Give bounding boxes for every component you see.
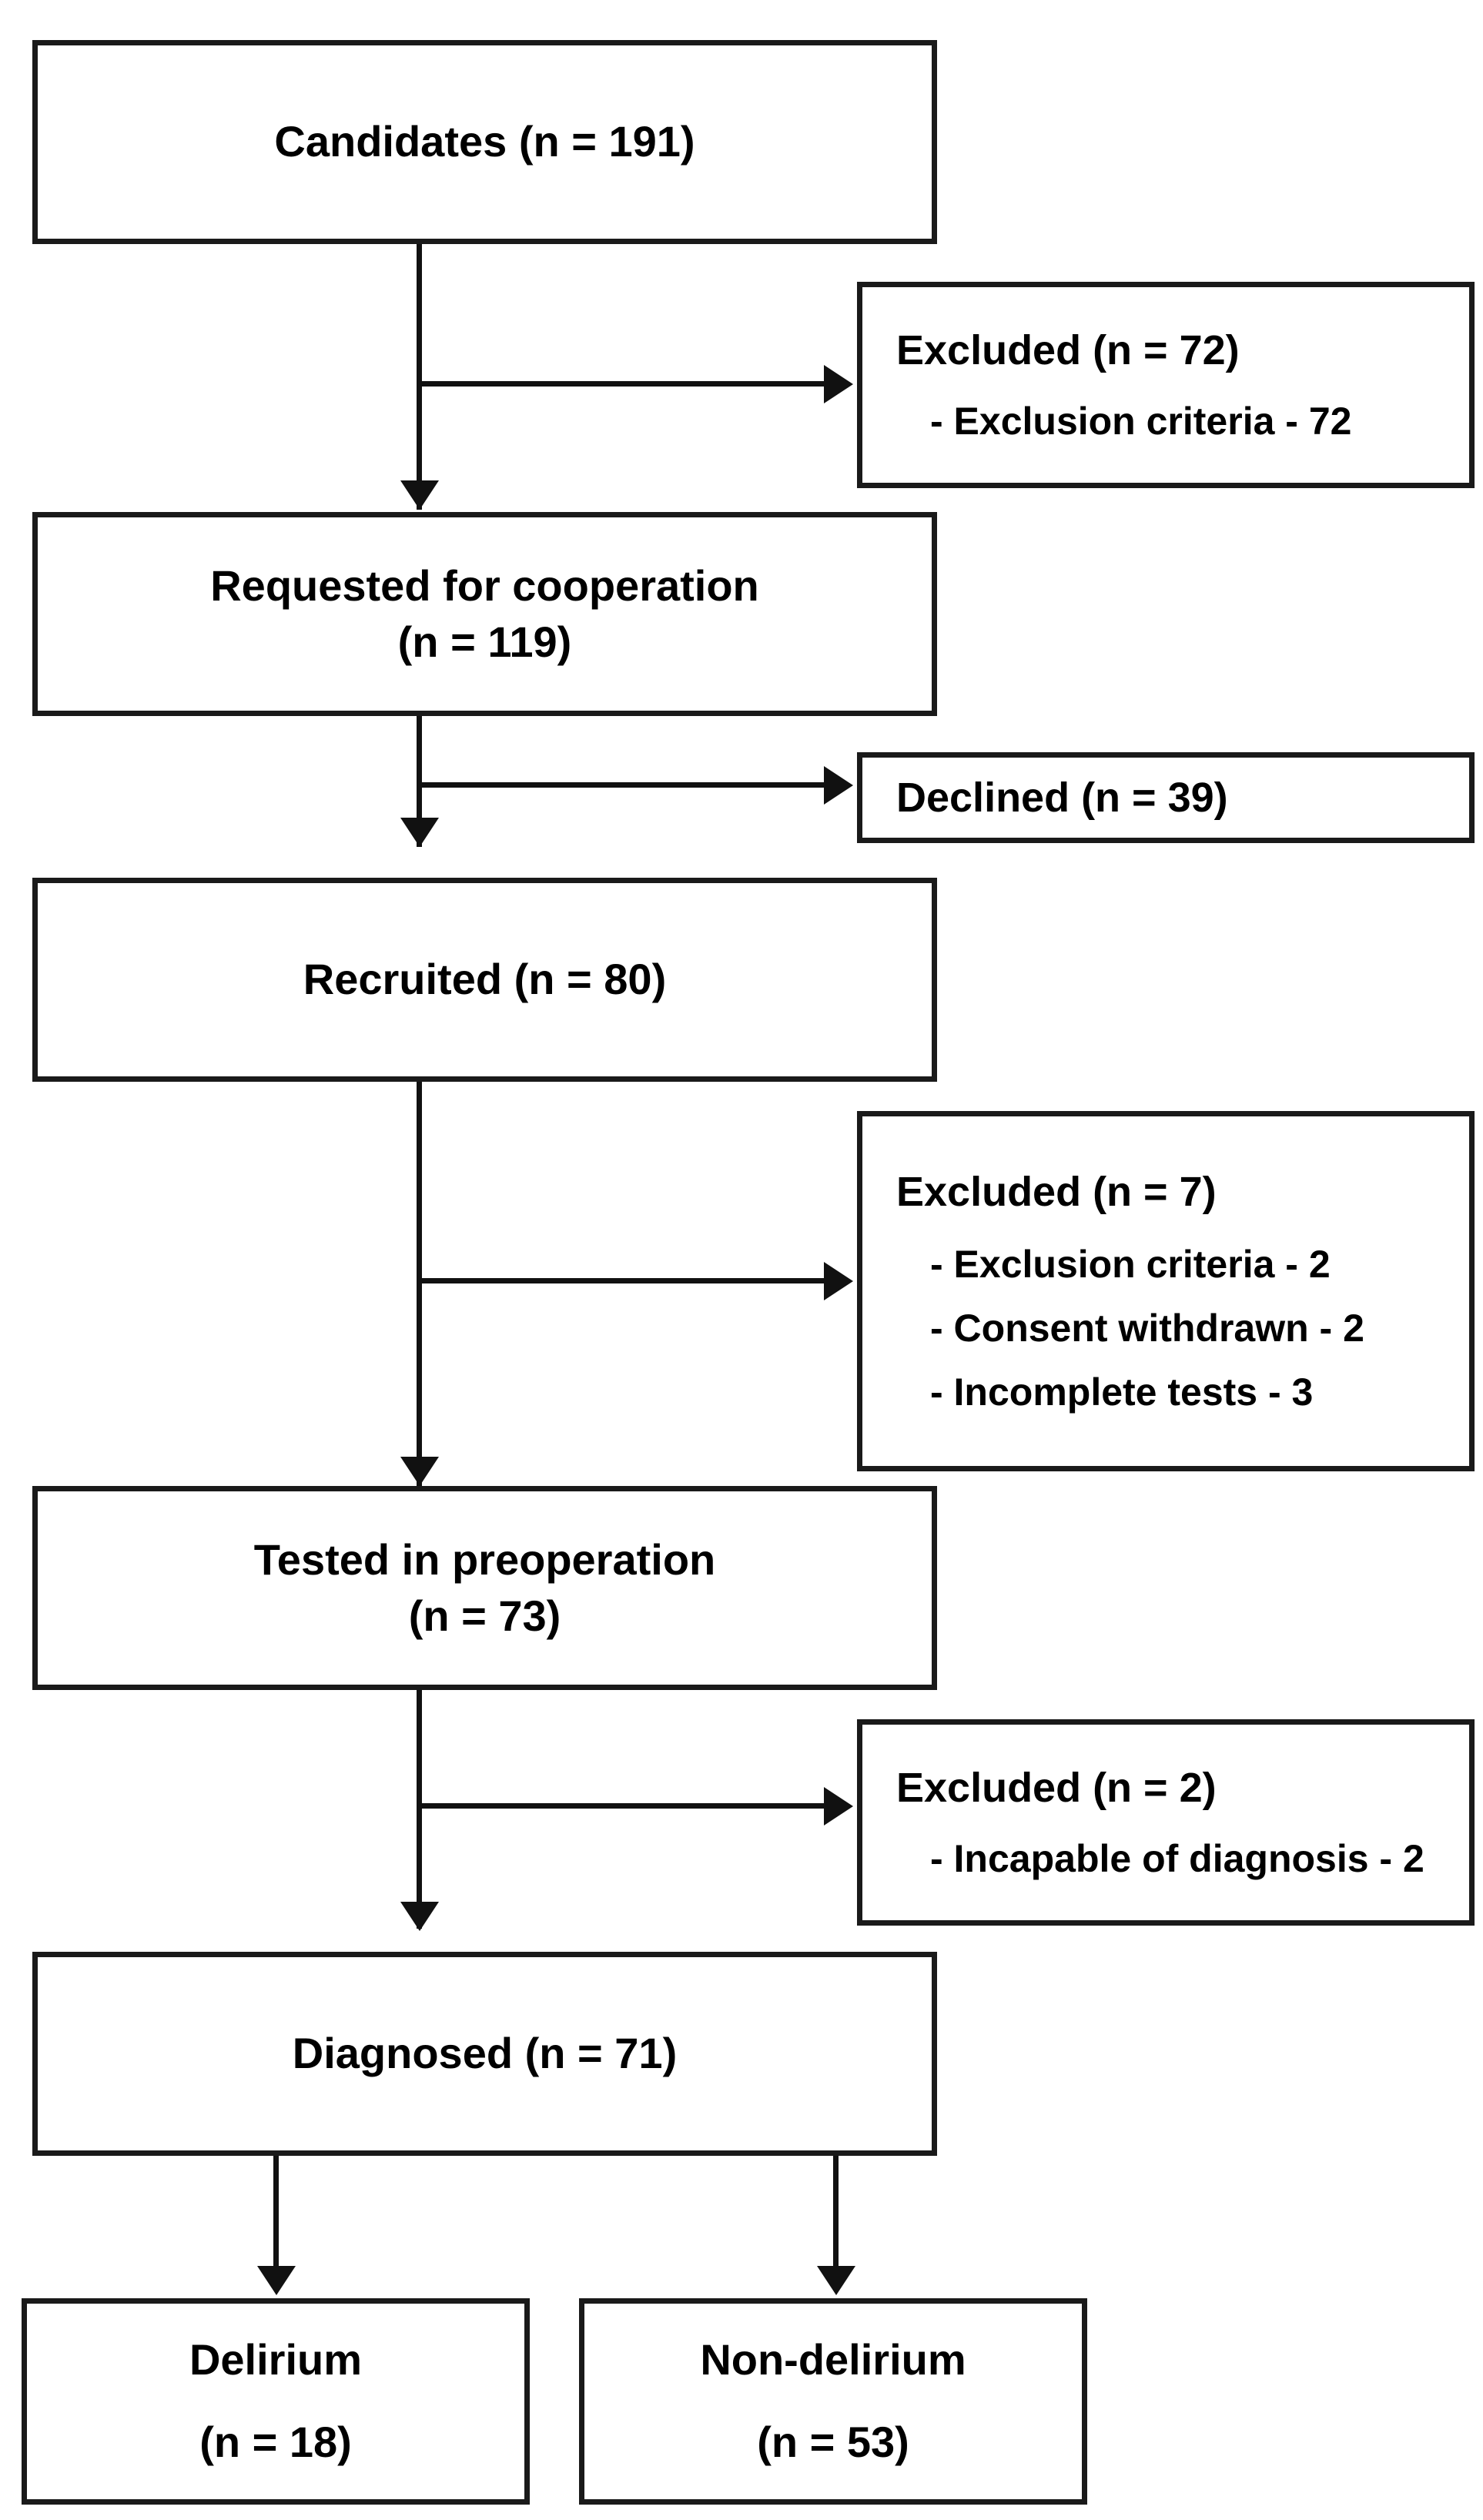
- node-recruited: Recruited (n = 80): [32, 878, 937, 1082]
- node-tested: Tested in preoperation (n = 73): [32, 1486, 937, 1690]
- node-excluded-7: Excluded (n = 7) - Exclusion criteria - …: [857, 1111, 1475, 1471]
- node-candidates: Candidates (n = 191): [32, 40, 937, 244]
- node-excluded-2-item-1: - Incapable of diagnosis - 2: [930, 1836, 1424, 1880]
- node-excluded-7-item-2: - Consent withdrawn - 2: [930, 1306, 1364, 1350]
- node-diagnosed: Diagnosed (n = 71): [32, 1952, 937, 2156]
- node-tested-label-1: Tested in preoperation: [253, 1534, 716, 1584]
- node-candidates-label: Candidates (n = 191): [274, 117, 695, 166]
- node-tested-label-2: (n = 73): [408, 1591, 561, 1640]
- arrowhead-declined-39: [824, 766, 853, 805]
- node-recruited-label: Recruited (n = 80): [303, 955, 667, 1004]
- node-delirium-label-2: (n = 18): [199, 2418, 352, 2466]
- node-nondelirium: Non-delirium (n = 53): [579, 2298, 1087, 2505]
- connector-diagnosed-to-delirium: [273, 2156, 279, 2271]
- node-excluded-72-title: Excluded (n = 72): [896, 327, 1240, 374]
- connector-candidates-to-requested: [417, 244, 422, 510]
- node-excluded-72: Excluded (n = 72) - Exclusion criteria -…: [857, 282, 1475, 488]
- node-excluded-7-item-1: - Exclusion criteria - 2: [930, 1242, 1331, 1286]
- arrowhead-excluded-7: [824, 1262, 853, 1300]
- node-delirium: Delirium (n = 18): [22, 2298, 530, 2505]
- node-declined-39: Declined (n = 39): [857, 752, 1475, 843]
- connector-tested-to-diagnosed: [417, 1690, 422, 1929]
- connector-requested-to-recruited: [417, 716, 422, 847]
- connector-recruited-to-tested: [417, 1082, 422, 1486]
- node-requested-label-1: Requested for cooperation: [210, 561, 759, 610]
- arrowhead-requested: [400, 480, 439, 510]
- node-delirium-label-1: Delirium: [189, 2335, 363, 2384]
- connector-to-excluded-2: [417, 1803, 848, 1809]
- connector-to-excluded-72: [417, 381, 848, 387]
- node-excluded-2: Excluded (n = 2) - Incapable of diagnosi…: [857, 1719, 1475, 1926]
- connector-to-declined-39: [417, 782, 848, 788]
- node-diagnosed-label: Diagnosed (n = 71): [292, 2029, 678, 2078]
- arrowhead-diagnosed: [400, 1902, 439, 1931]
- node-excluded-7-title: Excluded (n = 7): [896, 1169, 1217, 1216]
- node-declined-39-title: Declined (n = 39): [896, 774, 1228, 821]
- arrowhead-delirium: [257, 2266, 296, 2295]
- node-excluded-2-title: Excluded (n = 2): [896, 1765, 1217, 1812]
- node-requested-label-2: (n = 119): [397, 617, 572, 666]
- node-nondelirium-label-1: Non-delirium: [700, 2335, 966, 2384]
- node-excluded-7-item-3: - Incomplete tests - 3: [930, 1370, 1314, 1414]
- node-nondelirium-label-2: (n = 53): [757, 2418, 909, 2466]
- arrowhead-recruited: [400, 818, 439, 847]
- arrowhead-tested: [400, 1457, 439, 1486]
- arrowhead-excluded-2: [824, 1787, 853, 1826]
- node-excluded-72-item-1: - Exclusion criteria - 72: [930, 399, 1352, 443]
- arrowhead-nondelirium: [817, 2266, 855, 2295]
- connector-to-excluded-7: [417, 1278, 848, 1283]
- arrowhead-excluded-72: [824, 365, 853, 403]
- node-requested: Requested for cooperation (n = 119): [32, 512, 937, 716]
- connector-diagnosed-to-nondelirium: [833, 2156, 839, 2271]
